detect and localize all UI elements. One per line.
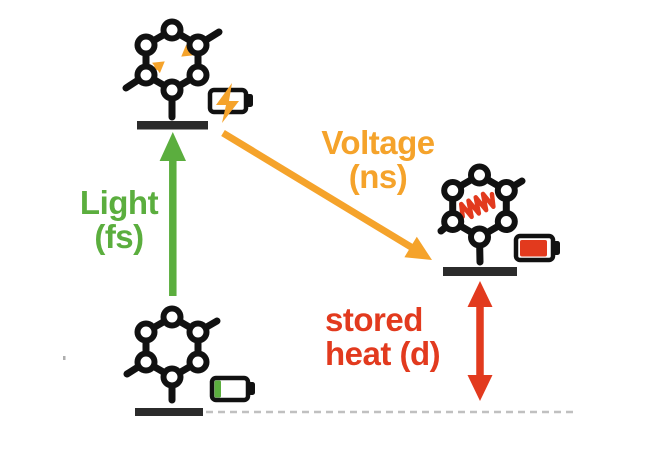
full-battery-icon [513, 233, 560, 263]
ground-molecule-icon [123, 305, 221, 404]
stored-level-bar [443, 267, 517, 276]
heat-zigzag [458, 191, 496, 220]
ground-level-bar [135, 408, 203, 416]
light-label-line1: Light [79, 184, 159, 221]
voltage-label-line1: Voltage [321, 124, 435, 161]
stored-heat-arrow [467, 281, 493, 401]
hot-molecule-icon [437, 163, 526, 266]
excited-molecule-icon [122, 18, 223, 121]
light-label: Light (fs) [55, 186, 183, 254]
lightning-bolt-icon [216, 83, 239, 123]
voltage-label: Voltage (ns) [308, 126, 448, 194]
low-battery-icon [209, 375, 255, 403]
charging-battery-icon [207, 83, 253, 123]
stored-heat-label: stored heat (d) [325, 303, 485, 371]
light-label-line2: (fs) [94, 218, 144, 255]
stored-heat-label-line2: heat (d) [325, 335, 441, 372]
stored-heat-label-line1: stored [325, 301, 423, 338]
excited-level-bar [137, 121, 208, 130]
light-arrow [159, 132, 186, 296]
voltage-arrow [221, 130, 432, 260]
stray-dot [63, 356, 66, 360]
voltage-label-line2: (ns) [348, 158, 408, 195]
